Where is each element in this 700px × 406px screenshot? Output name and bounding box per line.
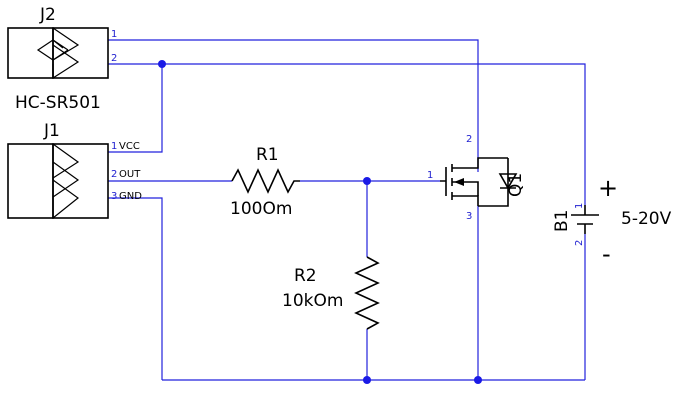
- q1-body-diode: [498, 173, 518, 190]
- j2-chevrons: [52, 27, 80, 79]
- j2-pin-shape-detail: [52, 39, 64, 49]
- r2-value: 10kOm: [282, 291, 343, 311]
- b1-plates: [571, 205, 599, 234]
- wire-gnd-branch: [108, 197, 163, 380]
- j1-body: [7, 143, 54, 219]
- junctions: [158, 60, 482, 384]
- j1-pin1-name: VCC: [119, 141, 140, 152]
- b1-ref: B1: [552, 210, 572, 232]
- r2-zigzag: [354, 256, 380, 330]
- r1-value: 100Om: [230, 199, 292, 219]
- wire-j2-pin2-to-b1-plus: [108, 63, 586, 205]
- junction-gate: [363, 177, 371, 185]
- q1-body-tie: [452, 181, 479, 196]
- wire-j2-pin1-to-q1-drain: [108, 39, 479, 172]
- b1-pin2-num: 2: [574, 240, 585, 246]
- resistor-r2: R2 10kOm: [282, 256, 380, 330]
- j1-pin1-num: 1: [111, 141, 117, 152]
- b1-minus-sign: -: [602, 240, 611, 268]
- j2-header: [52, 27, 109, 79]
- connector-j1: J1 1 VCC 2 OUT 3 GND: [7, 121, 142, 219]
- mosfet-q1: 1 2 3 Q1: [427, 134, 526, 222]
- j1-pin2-name: OUT: [119, 169, 141, 180]
- q1-pin2-num: 2: [466, 134, 472, 145]
- j2-body: [7, 27, 54, 79]
- q1-pin1-num: 1: [427, 170, 433, 181]
- connector-j2: J2 1 2 HC-SR501: [7, 5, 117, 113]
- j2-value: HC-SR501: [15, 93, 101, 113]
- j2-ref: J2: [39, 5, 56, 25]
- r1-ref: R1: [256, 145, 279, 165]
- j2-pin1-num: 1: [111, 29, 117, 40]
- j1-ref: J1: [43, 121, 60, 141]
- r1-zigzag: [231, 168, 300, 194]
- j1-header: [52, 143, 109, 219]
- junction-gnd-r2: [363, 376, 371, 384]
- j1-pin3-name: GND: [119, 191, 142, 202]
- j2-pin2-num: 2: [111, 53, 117, 64]
- wire-vcc-branch: [108, 64, 163, 153]
- j1-pin3-num: 3: [111, 191, 117, 202]
- b1-value: 5-20V: [621, 209, 672, 229]
- j1-pin2-num: 2: [111, 169, 117, 180]
- q1-arrow: [454, 178, 464, 186]
- j1-chevrons: [52, 143, 80, 219]
- q1-ref: Q1: [506, 173, 526, 197]
- junction-vcc: [158, 60, 166, 68]
- b1-pin1-num: 1: [574, 203, 585, 209]
- b1-plus-sign: +: [598, 174, 618, 202]
- q1-gate: [440, 167, 447, 196]
- r2-ref: R2: [294, 266, 317, 286]
- q1-pin3-num: 3: [466, 211, 472, 222]
- resistor-r1: R1 100Om: [230, 145, 300, 219]
- wires: [108, 39, 586, 381]
- battery-b1: 1 2 B1 + - 5-20V: [552, 174, 672, 268]
- junction-gnd-q1: [474, 376, 482, 384]
